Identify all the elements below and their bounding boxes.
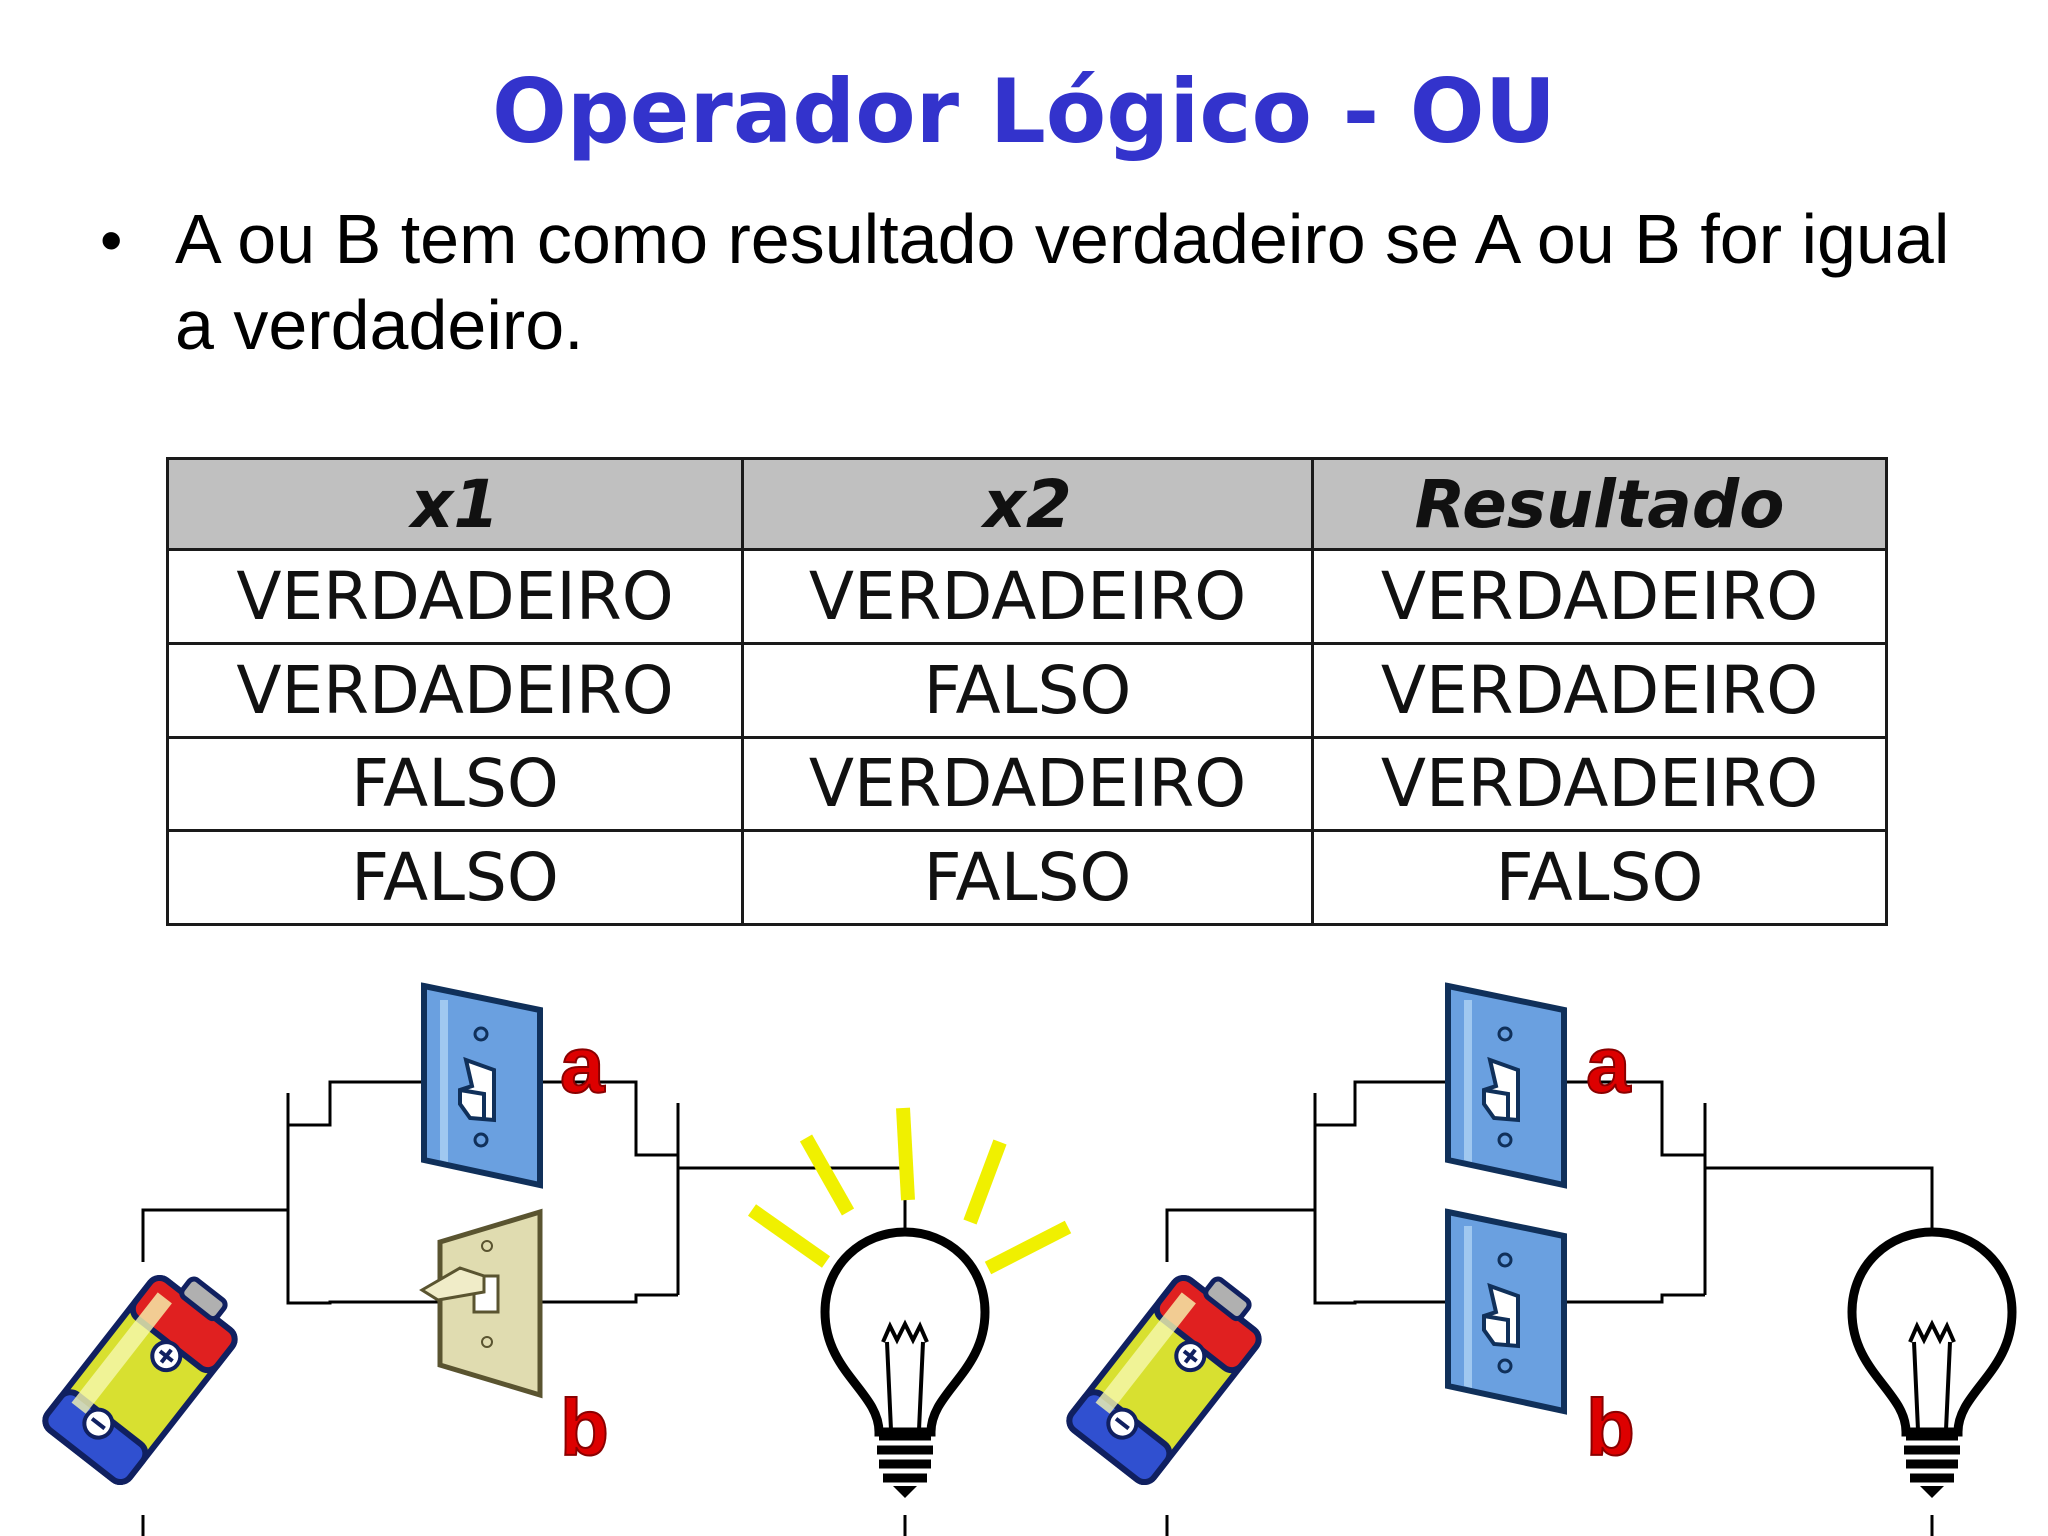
table-header-row: x1 x2 Resultado	[166, 457, 1888, 551]
table-cell: FALSO	[166, 829, 744, 926]
light-switch-icon	[1448, 1212, 1564, 1411]
table-cell: FALSO	[741, 641, 1314, 739]
table-cell: FALSO	[166, 735, 744, 833]
table-cell: VERDADEIRO	[1311, 548, 1888, 645]
light-bulb-icon	[1852, 1232, 2012, 1498]
light-bulb-icon	[825, 1232, 985, 1498]
circuit-wires	[141, 1080, 907, 1536]
table-cell: FALSO	[1311, 829, 1888, 926]
table-row: VERDADEIRO FALSO VERDADEIRO	[166, 641, 1888, 739]
column-header-resultado: Resultado	[1311, 457, 1888, 551]
switch-label-b: b	[560, 1383, 609, 1472]
light-switch-icon	[419, 1208, 543, 1399]
table-row: FALSO FALSO FALSO	[166, 829, 1888, 926]
truth-table: x1 x2 Resultado VERDADEIRO VERDADEIRO VE…	[166, 457, 1888, 926]
table-cell: VERDADEIRO	[741, 548, 1314, 645]
bullet-dot: •	[100, 204, 123, 276]
table-cell: VERDADEIRO	[166, 548, 744, 645]
light-switch-icon	[1448, 986, 1564, 1185]
bullet-text: A ou B tem como resultado verdadeiro se …	[175, 200, 1950, 364]
table-cell: VERDADEIRO	[1311, 641, 1888, 739]
circuit-right: a b	[1065, 986, 2012, 1536]
switch-label-a: a	[560, 1020, 605, 1109]
battery-icon	[1065, 1258, 1276, 1487]
light-switch-icon	[424, 986, 540, 1185]
switch-label-b: b	[1586, 1383, 1635, 1472]
light-rays	[747, 1107, 1072, 1275]
battery-icon	[41, 1258, 252, 1487]
table-cell: VERDADEIRO	[1311, 735, 1888, 833]
table-row: VERDADEIRO VERDADEIRO VERDADEIRO	[166, 548, 1888, 645]
column-header-x2: x2	[741, 457, 1314, 551]
parallel-circuit-diagrams: a b	[0, 940, 2048, 1536]
table-cell: VERDADEIRO	[741, 735, 1314, 833]
column-header-x1: x1	[166, 457, 744, 551]
table-cell: VERDADEIRO	[166, 641, 744, 739]
table-row: FALSO VERDADEIRO VERDADEIRO	[166, 735, 1888, 833]
table-cell: FALSO	[741, 829, 1314, 926]
slide-title: Operador Lógico - OU	[491, 60, 1557, 163]
circuit-wires	[1165, 1080, 1934, 1536]
circuit-left: a b	[41, 986, 1072, 1536]
switch-label-a: a	[1586, 1020, 1631, 1109]
